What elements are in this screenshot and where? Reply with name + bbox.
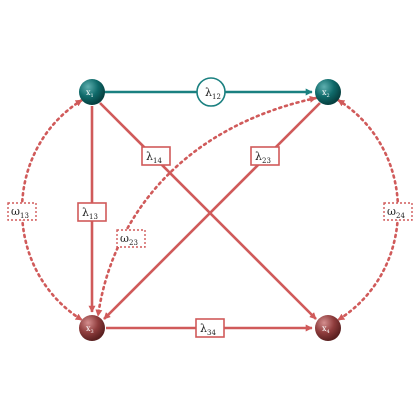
node-x1: x1: [79, 79, 105, 105]
svg-text:λ23: λ23: [255, 150, 271, 165]
label-lambda-12: λ12: [196, 77, 226, 107]
svg-text:x2: x2: [322, 88, 330, 99]
svg-text:x1: x1: [86, 88, 94, 99]
label-lambda-23: λ23: [250, 146, 280, 166]
svg-text:x3: x3: [86, 324, 94, 335]
edge-labels: λ12 λ14 λ13 λ23 λ34 ω13 ω23: [7, 77, 413, 338]
node-x2: x2: [315, 79, 341, 105]
svg-text:ω24: ω24: [387, 205, 405, 220]
label-omega-23: ω23: [116, 229, 146, 248]
svg-text:λ14: λ14: [146, 150, 162, 165]
edge-omega-23: [95, 95, 318, 318]
nodes: x1 x2 x3 x4: [79, 79, 341, 341]
node-x4: x4: [315, 315, 341, 341]
node-x3: x3: [79, 315, 105, 341]
label-lambda-34: λ34: [195, 318, 225, 338]
label-omega-24: ω24: [383, 202, 413, 221]
svg-text:λ13: λ13: [82, 206, 98, 221]
edge-lambda-23: [103, 102, 321, 320]
label-lambda-13: λ13: [77, 202, 107, 222]
svg-text:ω23: ω23: [120, 232, 138, 247]
svg-text:λ12: λ12: [205, 86, 221, 101]
label-lambda-14: λ14: [141, 146, 171, 166]
label-omega-13: ω13: [7, 202, 37, 221]
svg-text:x4: x4: [322, 324, 330, 335]
edge-lambda-14: [99, 102, 317, 320]
svg-text:λ34: λ34: [200, 322, 216, 337]
svg-text:ω13: ω13: [11, 205, 29, 220]
